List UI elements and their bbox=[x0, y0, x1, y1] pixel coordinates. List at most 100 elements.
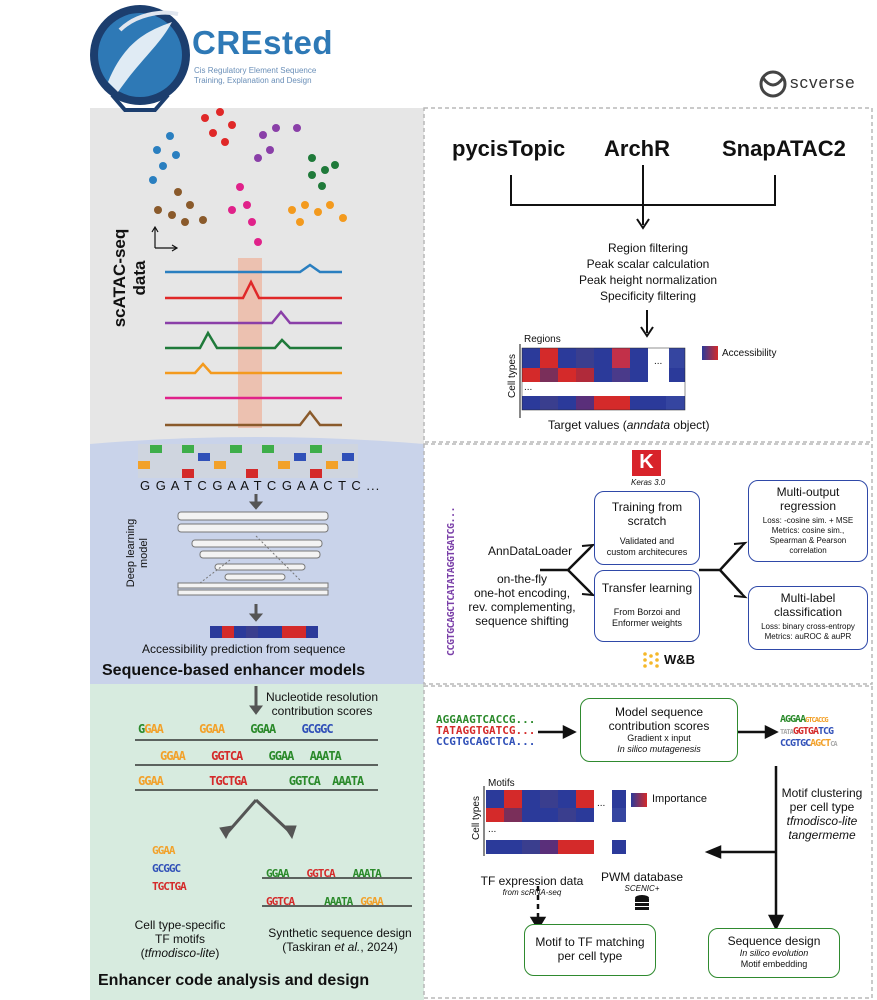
target-caption-prefix: Target values ( bbox=[548, 418, 627, 432]
multi-output-regression-box: Multi-output regression Loss: -cosine si… bbox=[748, 480, 868, 562]
scatac-label-line1: scATAC-seq bbox=[110, 228, 129, 328]
train-title-line2: scratch bbox=[627, 514, 667, 528]
regions-label: Regions bbox=[524, 334, 561, 345]
multi-label-line2: classification bbox=[773, 605, 843, 619]
model-contribution-box: Model sequence contribution scores Gradi… bbox=[580, 698, 738, 762]
panel-analysis-background bbox=[90, 684, 424, 1000]
panel-preprocessing-frame bbox=[423, 107, 873, 443]
clustering-line4: tangermeme bbox=[788, 828, 856, 842]
preprocessing-steps: Region filtering Peak scalar calculation… bbox=[548, 240, 748, 304]
target-caption-italic: anndata bbox=[626, 418, 671, 432]
output-contribution-logos: AGGAAGTCACCG TATAGGTGATCG CCGTGCAGCTCA bbox=[780, 714, 838, 749]
celltype-motifs-line3: tfmodisco-lite bbox=[144, 946, 216, 960]
transfer-learning-box: Transfer learning From Borzoi and Enform… bbox=[594, 570, 700, 642]
model-contrib-line3: Gradient x input bbox=[627, 733, 691, 743]
target-values-caption: Target values (anndata object) bbox=[548, 418, 709, 432]
prediction-bar bbox=[210, 626, 318, 638]
celltype-motifs-line1: Cell type-specific bbox=[134, 918, 226, 932]
logo-track-2: GGAA GGTCA GGAA AAATA bbox=[160, 749, 342, 763]
loader-step-3: rev. complementing, bbox=[468, 600, 576, 614]
accessibility-tracks bbox=[165, 263, 342, 427]
accessibility-colorbar bbox=[702, 346, 718, 360]
logo-track-3: GGAA TGCTGA GGTCA AAATA bbox=[138, 774, 364, 788]
train-sub-line1: Validated and bbox=[619, 536, 675, 546]
heatmap-row-ellipsis: ... bbox=[524, 382, 533, 393]
synthetic-italic: et al. bbox=[334, 940, 361, 954]
multi-output-metrics-1: Metrics: cosine sim., bbox=[771, 526, 845, 535]
logo-subtitle-line1: Cis Regulatory Element Sequence bbox=[194, 66, 317, 75]
sequence-design-box: Sequence design In silico evolution Moti… bbox=[708, 928, 840, 978]
loader-step-1: on-the-fly bbox=[496, 572, 548, 586]
motif-importance-heatmap bbox=[486, 790, 626, 854]
pwm-line2: SCENIC+ bbox=[624, 884, 660, 893]
panel-models-background bbox=[90, 437, 424, 684]
importance-label: Importance bbox=[652, 793, 708, 805]
model-label-line1: Deep learning bbox=[125, 518, 137, 588]
logo-wordmark: CREsted bbox=[192, 24, 334, 61]
panel-training-frame bbox=[423, 443, 873, 685]
tf-expr-line1: TF expression data bbox=[480, 874, 584, 888]
motif-clustering-caption: Motif clustering per cell type tfmodisco… bbox=[770, 786, 874, 842]
model-contrib-line1: Model sequence bbox=[614, 705, 704, 719]
design-line3: Motif embedding bbox=[740, 959, 808, 969]
crested-logo-icon bbox=[90, 5, 190, 112]
motif-row-ellipsis: ... bbox=[488, 824, 497, 835]
pwm-database-caption: PWM database SCENIC+ bbox=[592, 870, 692, 894]
multi-output-loss: Loss: -cosine sim. + MSE bbox=[762, 516, 854, 525]
transfer-sub-line2: Enformer weights bbox=[611, 618, 683, 628]
step-specificity-filtering: Specificity filtering bbox=[599, 289, 697, 303]
loader-steps: on-the-fly one-hot encoding, rev. comple… bbox=[452, 572, 592, 628]
pwm-line1: PWM database bbox=[600, 870, 684, 884]
motif-celltypes-label: Cell types bbox=[471, 796, 482, 840]
tool-pycistopic: pycisTopic bbox=[452, 136, 566, 161]
contrib-line1: Nucleotide resolution bbox=[265, 690, 379, 704]
prediction-caption: Accessibility prediction from sequence bbox=[142, 642, 346, 656]
clustering-line2: per cell type bbox=[789, 800, 855, 814]
keras-label: Keras 3.0 bbox=[631, 478, 666, 487]
design-flow-arrows bbox=[529, 724, 785, 931]
synthetic-suffix: , 2024) bbox=[360, 940, 398, 954]
analysis-section-title: Enhancer code analysis and design bbox=[98, 972, 370, 989]
model-label-line2: model bbox=[138, 538, 150, 568]
step-peak-scalar: Peak scalar calculation bbox=[586, 257, 710, 271]
contrib-line2: contribution scores bbox=[271, 704, 373, 718]
motifs-label: Motifs bbox=[488, 778, 515, 789]
multi-output-line1: Multi-output bbox=[776, 485, 840, 499]
wandb-label: W&B bbox=[664, 652, 696, 667]
multi-label-loss: Loss: binary cross-entropy bbox=[761, 622, 855, 631]
synthetic-prefix: (Taskiran bbox=[282, 940, 335, 954]
scatac-label-line2: data bbox=[130, 260, 149, 296]
contribution-arrows bbox=[219, 686, 297, 840]
celltype-motifs-line2: TF motifs bbox=[155, 932, 205, 946]
synthetic-design-caption: Synthetic sequence design (Taskiran et a… bbox=[256, 926, 424, 954]
model-arrows bbox=[248, 494, 264, 622]
contribution-scores-caption: Nucleotide resolution contribution score… bbox=[262, 690, 382, 718]
cell-cluster-scatter bbox=[149, 108, 347, 246]
deep-learning-model-label: Deep learning model bbox=[125, 513, 151, 593]
one-hot-grid bbox=[138, 444, 358, 478]
motif-tf-matching-box: Motif to TF matching per cell type bbox=[524, 924, 656, 976]
training-from-scratch-box: Training from scratch Validated and cust… bbox=[594, 491, 700, 565]
celltype-motif-logos: GGAA GCGGC TGCTGA bbox=[152, 844, 187, 893]
target-caption-suffix: object) bbox=[670, 418, 710, 432]
contribution-score-tracks bbox=[135, 739, 412, 907]
importance-colorbar bbox=[631, 793, 647, 807]
clustering-line3: tfmodisco-lite bbox=[786, 814, 858, 828]
celltype-motifs-caption: Cell type-specific TF motifs (tfmodisco-… bbox=[110, 918, 250, 960]
database-icon bbox=[635, 895, 649, 910]
model-contrib-line4: In silico mutagenesis bbox=[617, 744, 701, 754]
tf-expression-caption: TF expression data from scRNA-seq bbox=[462, 874, 602, 898]
deep-learning-model-diagram bbox=[177, 511, 329, 596]
motif-col-ellipsis: ... bbox=[597, 798, 606, 809]
model-contrib-line2: contribution scores bbox=[608, 719, 710, 733]
logo-subtitle-line2: Training, Explanation and Design bbox=[194, 76, 312, 85]
multi-output-metrics-2: Spearman & Pearson bbox=[769, 536, 847, 545]
scatac-seq-label: scATAC-seq data bbox=[110, 208, 150, 348]
models-section-title: Sequence-based enhancer models bbox=[102, 662, 366, 679]
input-sequences: AGGAAGTCACCG... TATAGGTGATCG... CCGTGCAG… bbox=[436, 714, 535, 747]
logo-track-1: GGAA GGAA GGAA GCGGC bbox=[138, 722, 334, 736]
design-line2: In silico evolution bbox=[739, 948, 809, 958]
heatmap-col-ellipsis: ... bbox=[654, 356, 663, 367]
vertical-sequence: CCGTGCAGCTCATATAGGTGATCG... bbox=[446, 506, 457, 656]
